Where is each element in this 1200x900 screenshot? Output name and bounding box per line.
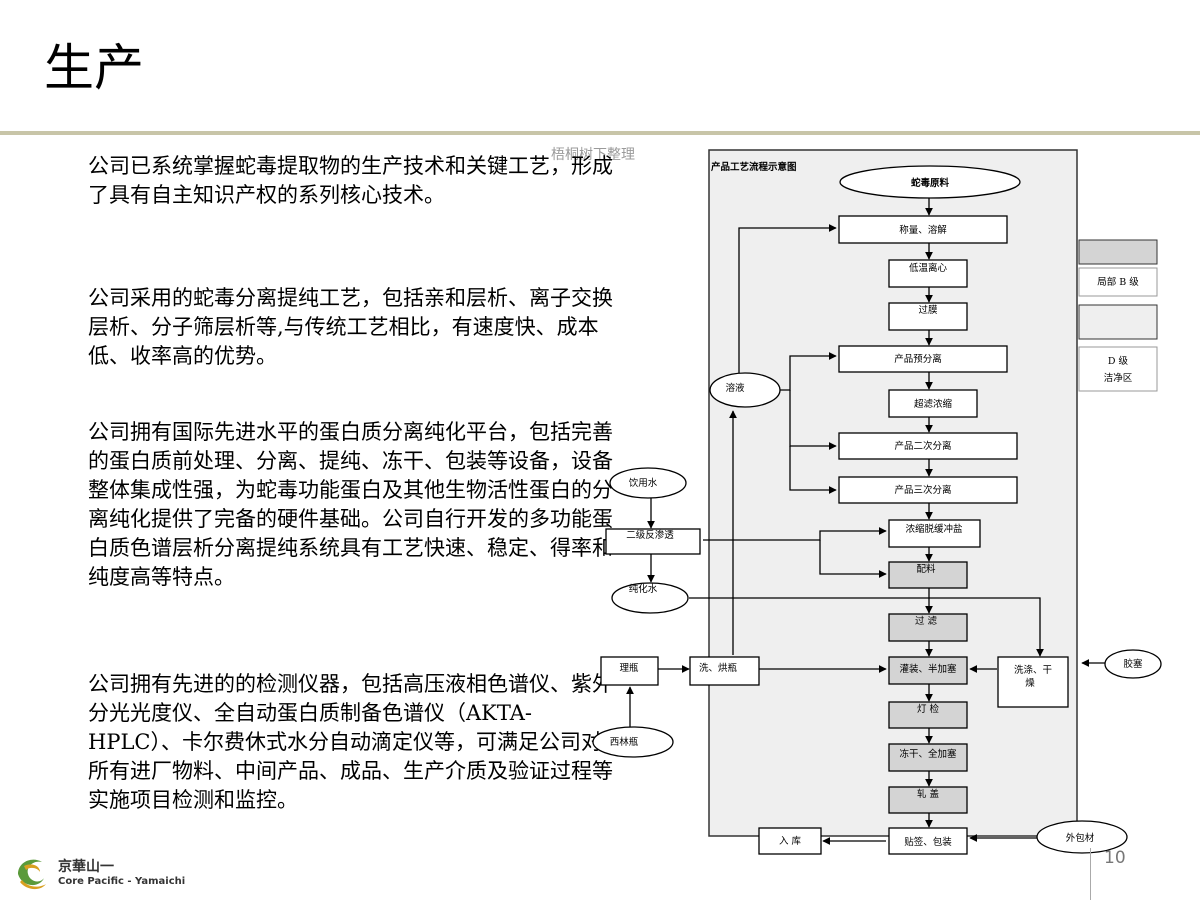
legend-d-swatch [1078,304,1158,340]
node-light-inspection [888,701,968,729]
node-external-packaging-label: 外包材 [1066,832,1095,844]
node-label-package-label: 贴签、包装 [904,836,952,848]
node-wash-dry-stoppers [997,656,1069,708]
node-capping-label: 轧 盖 [917,788,940,800]
node-freeze-dry [888,743,968,772]
flowchart-title: 产品工艺流程示意图 [711,161,797,173]
node-warehouse [758,827,822,855]
node-ultrafiltration [888,389,978,418]
node-product-third-separation-label: 产品三次分离 [894,484,951,496]
node-rubber-stoppers [1104,649,1162,679]
node-purified-water-label: 纯化水 [629,583,658,595]
watermark: 梧桐树下整理 [551,147,635,163]
node-vials [592,726,674,758]
title-divider [0,131,1200,135]
node-filling-half-stopper-label: 灌装、半加塞 [899,663,957,675]
node-weigh-dissolve [838,215,1008,244]
node-drinking-water-label: 饮用水 [629,477,658,489]
node-wash-dry-stoppers-label: 洗涤、干 [1014,664,1052,676]
node-filter-membrane-label: 过膜 [918,304,938,316]
paragraph-separation-process: 公司采用的蛇毒分离提纯工艺，包括亲和层析、离子交换层析、分子筛层析等,与传统工艺… [88,286,613,368]
node-wash-dry-bottles [689,656,760,686]
node-filtration-label: 过 滤 [915,615,938,627]
footer-divider [1090,848,1091,900]
logo-english-name: Core Pacific - Yamaichi [58,876,186,887]
node-weigh-dissolve-label: 称量、溶解 [899,224,947,236]
paragraph-core-tech: 公司已系统掌握蛇毒提取物的生产技术和关键工艺，形成了具有自主知识产权的系列核心技… [88,154,613,207]
legend-d-box [1078,346,1158,392]
node-ultrafiltration-label: 超滤浓缩 [914,398,953,410]
node-solution [709,372,781,408]
company-logo: 京華山一 Core Pacific - Yamaichi [8,852,208,898]
node-filling-half-stopper [888,656,968,685]
node-second-ro-label: 二级反渗透 [626,529,674,541]
legend-d-clean: D 级 [1108,355,1129,367]
node-product-second-separation-label: 产品二次分离 [894,440,951,452]
paragraph-testing-instruments: 公司拥有先进的的检测仪器，包括高压液相色谱仪、紫外分光光度仪、全自动蛋白质制备色… [88,672,613,812]
logo-chinese-name: 京華山一 [58,859,114,875]
legend-d-clean-2: 洁净区 [1104,372,1133,384]
node-filtration [888,613,968,642]
node-low-temp-centrifuge-label: 低温离心 [909,262,948,274]
node-capping [888,786,968,814]
node-product-third-separation [838,476,1018,504]
page-number: 10 [1104,848,1126,868]
node-wash-dry-stoppers-label-2: 燥 [1025,678,1035,689]
node-formulation-label: 配料 [916,563,936,575]
node-solution-label: 溶液 [725,382,745,394]
slide-title: 生产 [44,39,144,97]
node-filter-membrane [888,302,968,331]
node-snake-venom-raw-label: 蛇毒原料 [911,177,950,189]
node-warehouse-label: 入 库 [779,835,802,847]
node-product-pre-separation-label: 产品预分离 [894,353,942,365]
node-vials-label: 西林瓶 [610,736,639,748]
node-concentrate-desalt-label: 浓缩脱缓冲盐 [905,523,963,535]
node-freeze-dry-label: 冻干、全加塞 [899,748,957,760]
node-product-pre-separation [838,345,1008,373]
legend-local-b-box [1078,267,1158,297]
node-purified-water [611,582,689,614]
logo-mark-icon [18,859,46,890]
node-second-ro [605,528,701,555]
node-low-temp-centrifuge [888,259,968,288]
node-drinking-water [609,467,687,499]
node-concentrate-desalt [888,519,981,548]
node-snake-venom-raw [839,165,1021,199]
node-external-packaging [1036,820,1128,854]
paragraph-purification-platform: 公司拥有国际先进水平的蛋白质分离纯化平台，包括完善的蛋白质前处理、分离、提纯、冻… [88,420,613,589]
node-sort-bottles-label: 理瓶 [619,662,639,674]
node-rubber-stoppers-label: 胶塞 [1123,658,1143,670]
node-sort-bottles [600,656,659,686]
node-wash-dry-bottles-label: 洗、烘瓶 [699,662,738,674]
legend-local-b-swatch [1078,239,1158,265]
node-formulation [888,561,968,589]
legend-local-b: 局部 B 级 [1097,276,1139,288]
node-label-package [888,827,968,855]
node-product-second-separation [838,432,1018,460]
node-light-inspection-label: 灯 检 [917,703,940,715]
